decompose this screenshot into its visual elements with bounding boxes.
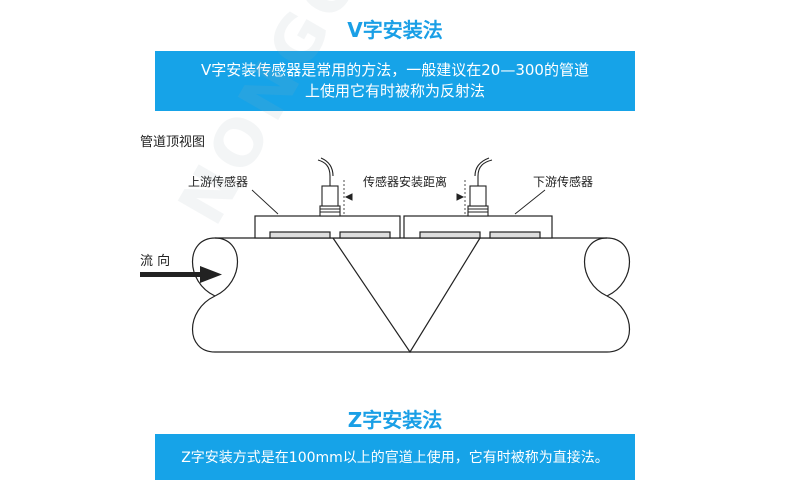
v-method-desc-line2: 上使用它有时被称为反射法	[304, 82, 485, 100]
upstream-transducer-base	[254, 215, 401, 239]
flow-direction-label: 流 向	[140, 253, 170, 269]
pipe-top-view-diagram: 管道顶视图	[140, 135, 630, 354]
z-method-title: Z字安装法	[347, 408, 443, 432]
upstream-sensor	[317, 157, 341, 217]
v-signal-path	[332, 237, 481, 354]
upstream-sensor-label: 上游传感器	[188, 174, 248, 189]
z-method-description-banner: Z字安装方式是在100mm以上的官道上使用，它有时被称为直接法。	[155, 434, 635, 480]
pipe-outline	[192, 237, 630, 353]
v-method-desc-line1: V字安装传感器是常用的方法，一般建议在20—300的管道	[201, 61, 589, 79]
distance-label: 传感器安装距离	[363, 174, 447, 189]
v-method-title: V字安装法	[347, 18, 443, 42]
diagram-heading: 管道顶视图	[140, 135, 205, 150]
downstream-transducer-base	[403, 215, 553, 239]
downstream-sensor	[467, 157, 493, 217]
downstream-sensor-label: 下游传感器	[533, 174, 593, 189]
z-method-desc: Z字安装方式是在100mm以上的官道上使用，它有时被称为直接法。	[181, 450, 609, 466]
distance-arrow	[344, 193, 465, 201]
v-method-description-banner: V字安装传感器是常用的方法，一般建议在20—300的管道 上使用它有时被称为反射…	[155, 51, 635, 111]
flow-arrow-icon	[140, 266, 222, 283]
